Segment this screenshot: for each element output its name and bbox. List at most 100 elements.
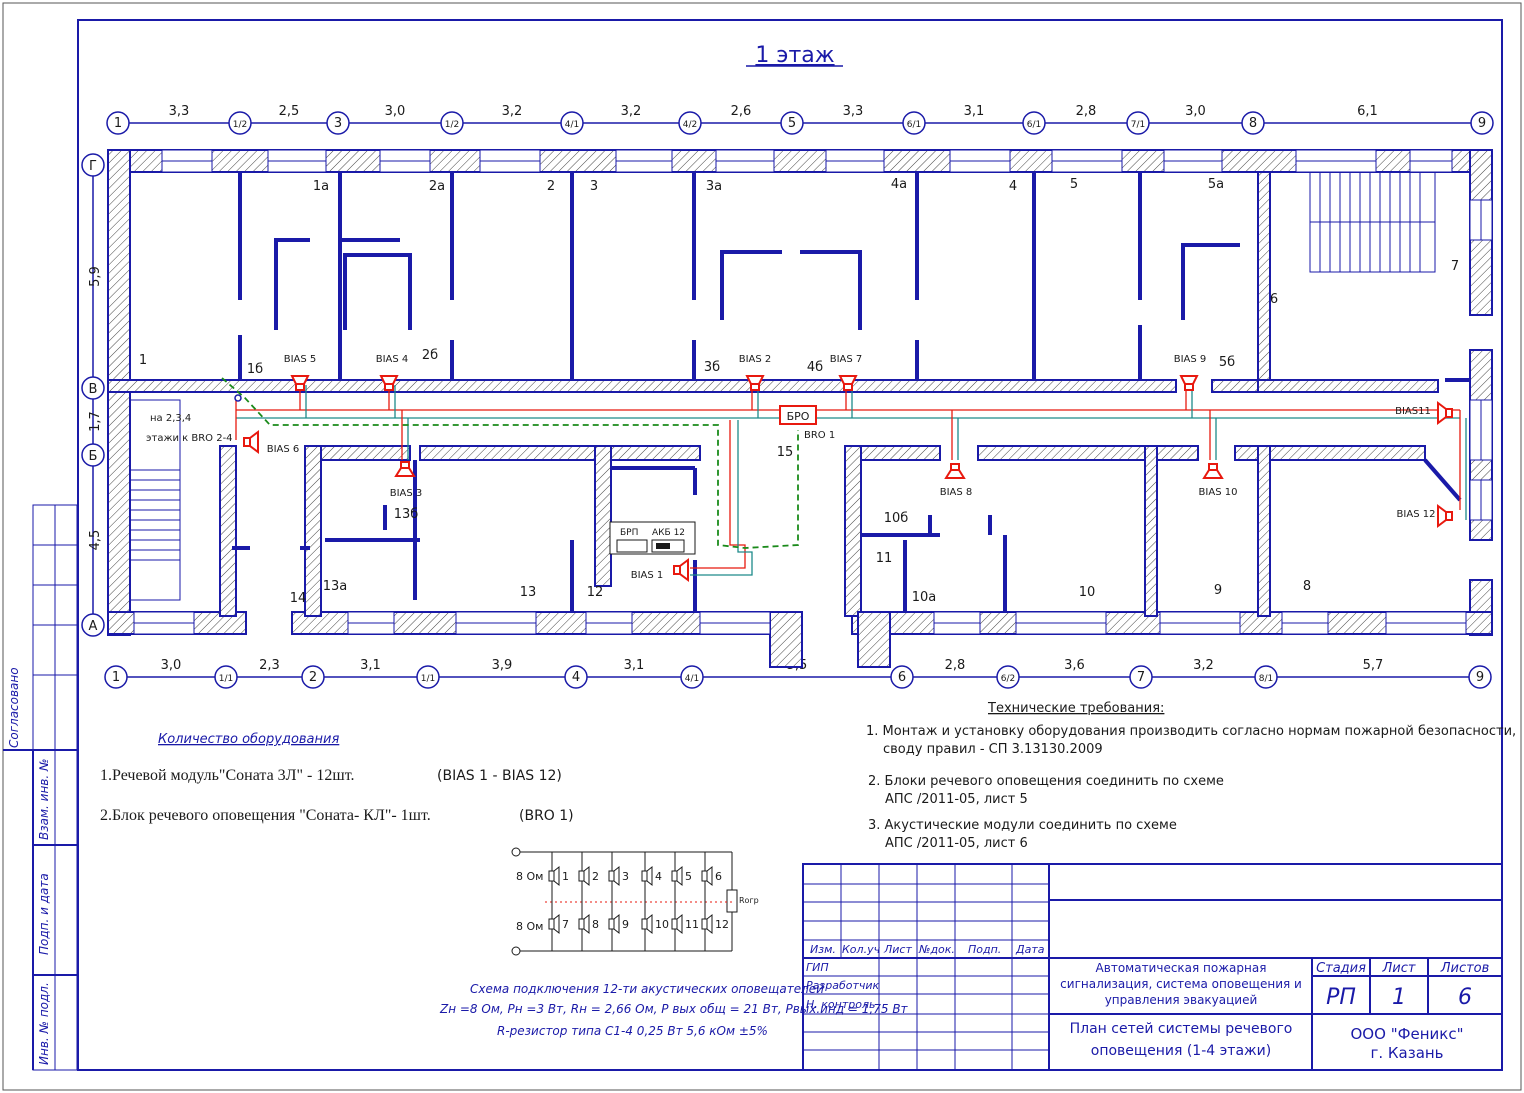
room-label: 3а — [706, 179, 722, 194]
left-axis-label: В — [89, 382, 98, 397]
room-label: 2 — [547, 179, 555, 194]
stamp-izm: Изм. — [810, 943, 836, 956]
room-label: 5б — [1219, 355, 1235, 370]
bottom-dimension: 3,6 — [1064, 658, 1085, 673]
top-axis-marker — [440, 111, 464, 135]
top-axis-marker — [326, 111, 350, 135]
scheme-speaker-number: 8 — [592, 918, 599, 931]
speaker-label: BIAS 12 — [1397, 509, 1436, 520]
scheme-speaker-cone — [553, 913, 560, 935]
bottom-axis-marker — [1468, 665, 1492, 689]
scheme-speaker-icon — [701, 870, 708, 882]
tech-line-3: 2. Блоки речевого оповещения соединить п… — [868, 774, 1224, 789]
stamp-data: Дата — [1015, 943, 1045, 956]
scheme-speaker-cone — [646, 865, 653, 887]
scheme-speaker-number: 1 — [562, 870, 569, 883]
bottom-axis-label: 4/1 — [685, 674, 699, 684]
stamp-project-box: Автоматическая пожарная сигнализация, си… — [1060, 961, 1302, 1007]
scheme-speaker-icon — [608, 918, 615, 930]
bottom-axis-label: 6 — [898, 670, 906, 685]
bottom-dimension: 3,1 — [624, 658, 645, 673]
top-axis-marker — [678, 111, 702, 135]
scheme-caption-2: Zн =8 Ом, Pн =3 Вт, Rн = 2,66 Ом, P вых … — [439, 1002, 909, 1016]
stair-right — [1309, 171, 1436, 273]
scheme-caption-3: R-резистор типа С1-4 0,25 Вт 5,6 кОм ±5% — [497, 1024, 768, 1038]
stamp-gip: ГИП — [806, 961, 829, 974]
left-dimension: 4,5 — [88, 530, 103, 551]
scheme-speaker-number: 9 — [622, 918, 629, 931]
bottom-axis-marker — [564, 665, 588, 689]
bottom-axis-label: 6/2 — [1001, 674, 1015, 684]
scheme-speaker-icon — [671, 870, 678, 882]
top-axis-label: 1/2 — [233, 120, 247, 130]
stamp-city: г. Казань — [1370, 1044, 1443, 1062]
wiring-scheme — [511, 847, 738, 956]
room-label: 13б — [394, 507, 419, 522]
scheme-speaker-number: 7 — [562, 918, 569, 931]
speaker-icon — [1437, 402, 1453, 424]
scheme-speaker-icon — [608, 870, 615, 882]
bottom-axis-marker — [416, 665, 440, 689]
stamp-sheet: 1 — [1392, 985, 1406, 1010]
bottom-dimension: 3,1 — [360, 658, 381, 673]
room-label: 8 — [1303, 579, 1311, 594]
top-dimension: 3,2 — [621, 104, 642, 119]
inv-label: Инв. № подл. — [37, 982, 51, 1065]
speaker-label: BIAS11 — [1395, 406, 1431, 417]
speaker-label: BIAS 7 — [830, 354, 863, 365]
room-label: 6 — [1270, 292, 1278, 307]
speaker-label: BIAS 4 — [376, 354, 409, 365]
top-dimension: 2,8 — [1076, 104, 1097, 119]
equipment-item2: 2.Блок речевого оповещения "Соната- КЛ"-… — [100, 807, 431, 824]
soglasovano-label: Согласовано — [7, 667, 21, 748]
bottom-axis-marker — [214, 665, 238, 689]
scheme-speaker-icon — [641, 918, 648, 930]
bottom-dimension: 3,2 — [1193, 658, 1214, 673]
top-axis-marker — [1126, 111, 1150, 135]
bottom-axis-label: 8/1 — [1259, 674, 1273, 684]
stamp-koluch: Кол.уч — [842, 943, 881, 956]
room-label: 1 — [139, 353, 147, 368]
bottom-dimension: 2,3 — [259, 658, 280, 673]
top-dimension: 2,6 — [731, 104, 752, 119]
speaker-icon — [1180, 375, 1198, 391]
bottom-axis-label: 2 — [309, 670, 317, 685]
bottom-axis-label: 1/1 — [421, 674, 435, 684]
top-dimension: 3,0 — [385, 104, 406, 119]
room-label: 4а — [891, 177, 907, 192]
top-axis-label: 8 — [1249, 116, 1257, 131]
axes-bottom: 11/121/144/166/278/193,02,33,13,93,15,52… — [104, 658, 1492, 689]
left-dimension: 1,7 — [88, 411, 103, 432]
speaker-label: BIAS 6 — [267, 444, 300, 455]
tech-heading: Технические требования: — [987, 701, 1164, 716]
stamp-stage-header: Стадия — [1316, 961, 1366, 976]
room-label: 3 — [590, 179, 598, 194]
tech-line-1: 1. Монтаж и установку оборудования произ… — [866, 724, 1516, 739]
scheme-speaker-icon — [578, 870, 585, 882]
scheme-speaker-cone — [613, 865, 620, 887]
riser-note-1: на 2,3,4 — [150, 413, 191, 424]
room-label: 5а — [1208, 177, 1224, 192]
room-label: 1б — [247, 362, 263, 377]
scheme-speaker-number: 4 — [655, 870, 662, 883]
bottom-dimension: 3,0 — [161, 658, 182, 673]
scheme-speaker-number: 6 — [715, 870, 722, 883]
room-label: 15 — [777, 445, 794, 460]
speaker-label: BIAS 1 — [631, 570, 664, 581]
bottom-axis-marker — [1254, 665, 1278, 689]
tech-line-6: АПС /2011-05, лист 6 — [885, 836, 1028, 851]
scheme-speaker-icon — [578, 918, 585, 930]
stamp-project: Автоматическая пожарная сигнализация, си… — [1060, 961, 1302, 1007]
tech-line-2: своду правил - СП 3.13130.2009 — [883, 742, 1103, 757]
scheme-speaker-number: 11 — [685, 918, 699, 931]
scheme-speaker-cone — [583, 913, 590, 935]
scheme-speaker-cone — [613, 913, 620, 935]
left-dimension: 5,9 — [88, 266, 103, 287]
stamp-razrab: Разработчик — [806, 979, 880, 992]
speaker-icon — [395, 461, 415, 477]
bottom-axis-label: 1 — [112, 670, 120, 685]
